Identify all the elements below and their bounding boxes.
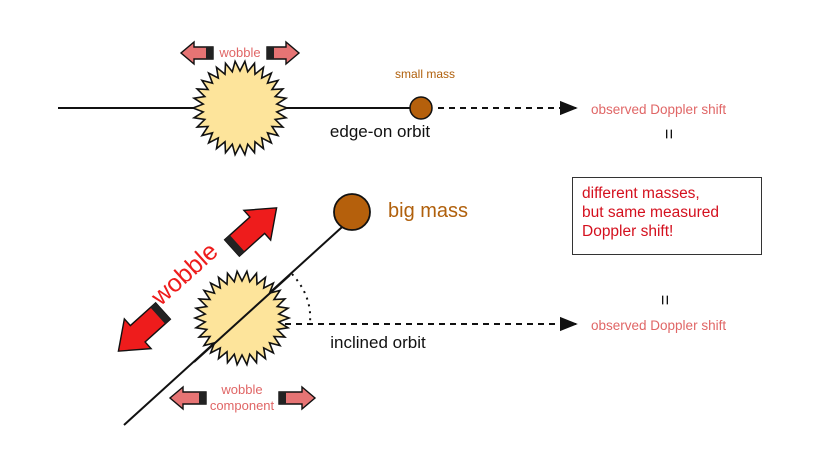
top-star-icon bbox=[190, 59, 290, 157]
wobble-component-label-line2: component bbox=[210, 398, 275, 413]
note-line-2: but same measured bbox=[582, 204, 719, 221]
big-mass-planet-icon bbox=[333, 193, 371, 231]
inclined-orbit-label: inclined orbit bbox=[330, 333, 426, 352]
inclined-orbit-line-over-star bbox=[193, 274, 291, 363]
inclination-angle-arc bbox=[291, 273, 312, 323]
wobble-component-label-line1: wobble bbox=[220, 382, 262, 397]
arrow-tail-band bbox=[267, 47, 274, 59]
arrow-tail-band bbox=[279, 392, 286, 404]
bottom-doppler-label: observed Doppler shift bbox=[591, 318, 726, 333]
arrow-body bbox=[223, 207, 278, 258]
wobble-up-right-arrow-icon bbox=[223, 207, 278, 258]
small-mass-label: small mass bbox=[395, 67, 455, 81]
note-line-1: different masses, bbox=[582, 185, 700, 202]
arrow-tail-band bbox=[206, 47, 213, 59]
top-wobble-label: wobble bbox=[218, 45, 260, 60]
star-shape bbox=[190, 59, 290, 157]
arrow-tail-band bbox=[199, 392, 206, 404]
note-line-3: Doppler shift! bbox=[582, 223, 674, 240]
edge-on-orbit-label: edge-on orbit bbox=[330, 122, 430, 141]
arrow-tail-band bbox=[150, 302, 171, 324]
wobble-down-left-arrow-icon bbox=[117, 301, 172, 352]
arrow-tail-band bbox=[224, 235, 245, 257]
top-doppler-label: observed Doppler shift bbox=[591, 102, 726, 117]
component-left-arrow-icon bbox=[168, 385, 207, 411]
top-wobble-right-arrow-icon bbox=[266, 40, 301, 66]
small-mass-planet-icon bbox=[409, 96, 433, 120]
big-mass-label: big mass bbox=[388, 200, 468, 222]
top-wobble-left-arrow-icon bbox=[179, 40, 214, 66]
bottom-equals-sign: = bbox=[655, 295, 675, 306]
note-box: different masses, but same measured Dopp… bbox=[572, 177, 762, 255]
component-right-arrow-icon bbox=[278, 385, 317, 411]
top-equals-sign: = bbox=[659, 129, 679, 140]
